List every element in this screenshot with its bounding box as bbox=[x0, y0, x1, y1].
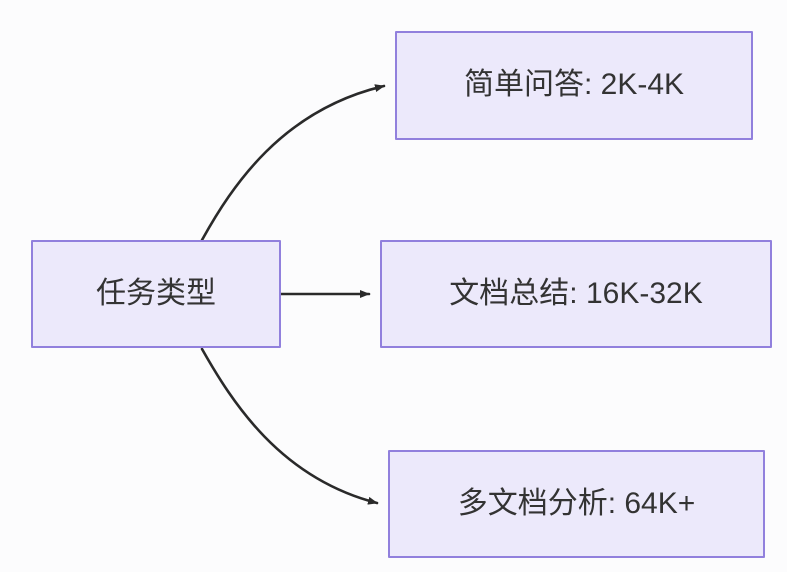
edge-task-type-to-multi-doc bbox=[200, 347, 379, 505]
node-simple-qa-label: 简单问答: 2K-4K bbox=[463, 68, 685, 102]
node-doc-summary[interactable]: 文档总结: 16K-32K bbox=[380, 240, 772, 348]
node-multi-doc-label: 多文档分析: 64K+ bbox=[457, 486, 696, 520]
node-task-type[interactable]: 任务类型 bbox=[31, 240, 281, 348]
node-multi-doc[interactable]: 多文档分析: 64K+ bbox=[388, 450, 765, 558]
edge-task-type-to-simple-qa bbox=[200, 84, 386, 242]
node-doc-summary-label: 文档总结: 16K-32K bbox=[449, 276, 703, 310]
node-task-type-label: 任务类型 bbox=[96, 276, 216, 310]
node-simple-qa[interactable]: 简单问答: 2K-4K bbox=[395, 31, 753, 140]
